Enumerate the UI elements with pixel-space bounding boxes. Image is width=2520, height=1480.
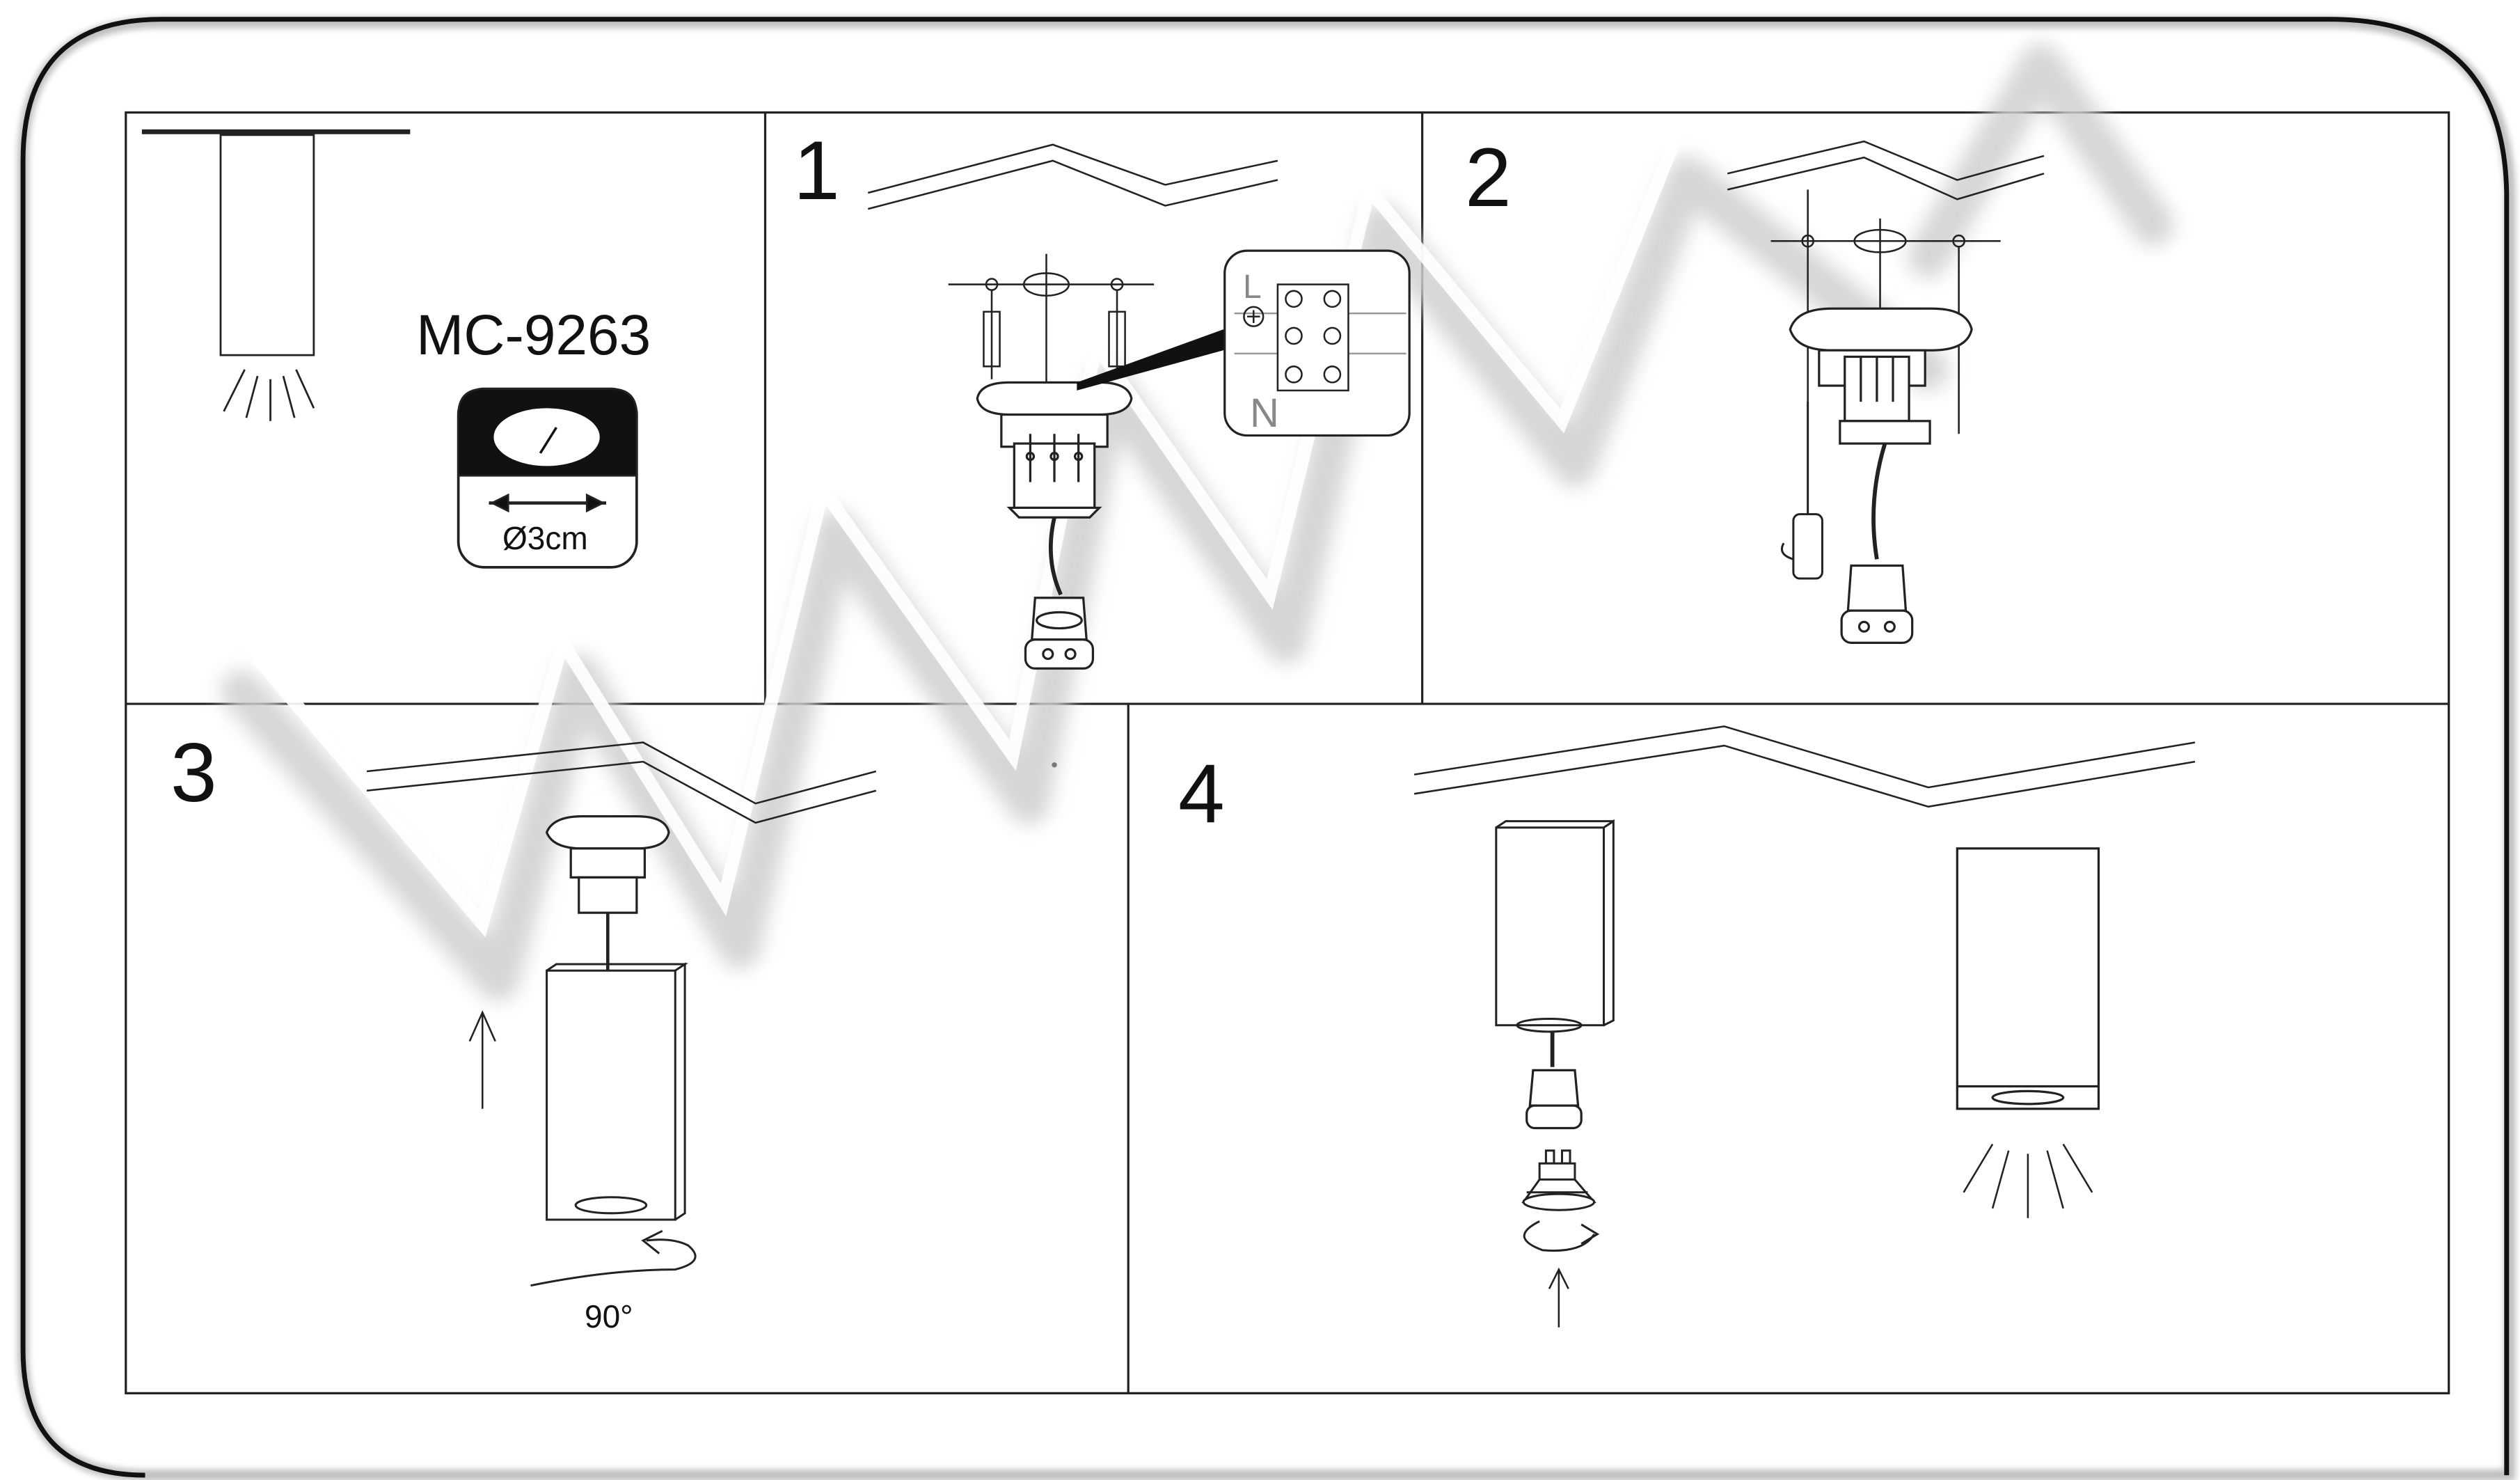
screw-anchor-icon	[983, 278, 1126, 379]
panel-step-2	[1727, 140, 2045, 644]
arrow-up-icon	[1548, 1267, 1569, 1328]
ceiling-outline	[1413, 725, 2196, 808]
mounting-bracket-icon	[976, 381, 1133, 519]
lamp-socket-icon	[1840, 564, 1914, 644]
lamp-socket-icon	[1024, 597, 1095, 670]
light-rays-icon	[223, 369, 315, 421]
watermark-edges	[251, 134, 1681, 938]
lamp-socket-icon	[1526, 1069, 1583, 1130]
panel-step-4	[1413, 725, 2196, 1328]
panel-grid	[125, 111, 2450, 1394]
lamp-body-icon	[546, 962, 689, 1221]
screwdriver-icon	[1780, 402, 1823, 580]
rotation-angle-label: 90°	[585, 1298, 633, 1335]
lamp-installed-icon	[1956, 847, 2100, 1110]
step-number-3: 3	[171, 726, 217, 819]
terminal-block-detail-icon	[1223, 249, 1411, 437]
lamp-body-open-icon	[1495, 819, 1615, 1033]
ceiling-outline	[366, 741, 877, 824]
step-number-4: 4	[1178, 747, 1225, 840]
ceiling-outline	[1727, 140, 2045, 200]
arrow-up-icon	[468, 1010, 496, 1109]
mounting-bracket-icon	[545, 815, 670, 914]
step-number-1: 1	[793, 124, 840, 217]
terminal-label-l: L	[1243, 269, 1262, 306]
watermark	[220, 43, 2174, 1002]
outer-frame	[17, 17, 2516, 1480]
mounting-bracket-icon	[1789, 307, 1973, 445]
hole-diameter-badge-icon	[457, 387, 638, 569]
panel-overview	[141, 129, 638, 569]
twist-arrow-icon	[1523, 1220, 1600, 1252]
light-rays-icon	[1963, 1143, 2093, 1218]
gu10-bulb-icon	[1521, 1149, 1596, 1211]
terminal-label-n: N	[1250, 391, 1279, 436]
rotate-arrow-icon	[530, 1229, 697, 1287]
panel-step-1	[867, 143, 1411, 670]
ceiling-outline	[867, 143, 1278, 210]
model-number: MC-9263	[416, 304, 651, 367]
hole-diameter-label: Ø3cm	[502, 520, 588, 556]
step-number-2: 2	[1465, 131, 1512, 224]
panel-step-3	[366, 741, 1057, 1287]
